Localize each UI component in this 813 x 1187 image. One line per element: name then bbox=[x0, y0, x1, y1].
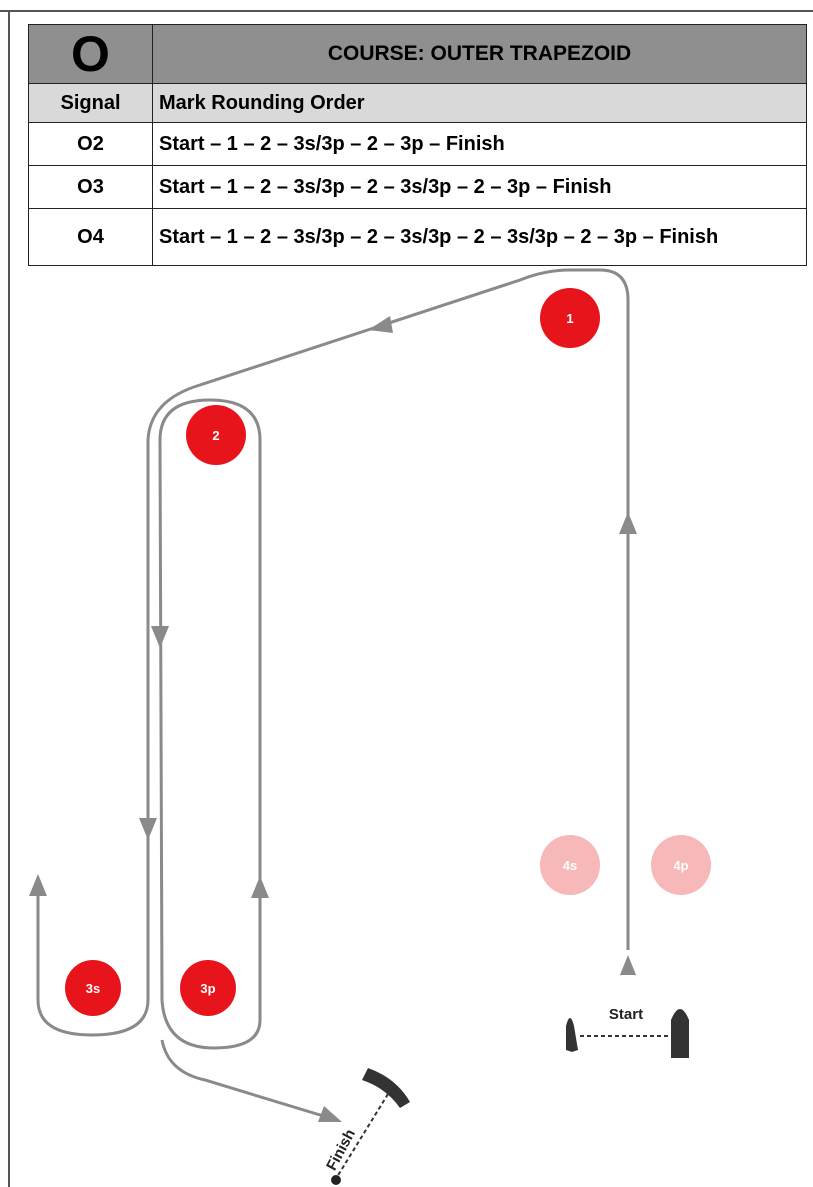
course-letter: O bbox=[28, 24, 153, 84]
mark-4s: 4s bbox=[540, 835, 600, 895]
course-lines bbox=[36, 268, 630, 1120]
arrow-left-top bbox=[368, 316, 393, 333]
course-path-3s bbox=[36, 885, 150, 1037]
svg-text:1: 1 bbox=[566, 311, 573, 326]
mark-3s: 3s bbox=[65, 960, 121, 1016]
direction-arrows bbox=[29, 316, 637, 1122]
svg-text:2: 2 bbox=[212, 428, 219, 443]
svg-text:3s: 3s bbox=[86, 981, 100, 996]
svg-text:4p: 4p bbox=[673, 858, 688, 873]
page-border-left bbox=[8, 10, 10, 1187]
course-path-outer bbox=[146, 268, 630, 1000]
mark-1: 1 bbox=[540, 288, 600, 348]
svg-text:3p: 3p bbox=[200, 981, 215, 996]
arrow-up-3p bbox=[251, 876, 269, 898]
course-title: COURSE: OUTER TRAPEZOID bbox=[152, 24, 807, 84]
start-committee-boat-icon bbox=[671, 1009, 689, 1058]
table-row: O4 Start – 1 – 2 – 3s/3p – 2 – 3s/3p – 2… bbox=[28, 208, 807, 266]
table-row: O3 Start – 1 – 2 – 3s/3p – 2 – 3s/3p – 2… bbox=[28, 165, 807, 209]
mark-2: 2 bbox=[186, 405, 246, 465]
course-path-finish bbox=[160, 1039, 331, 1120]
page-border-top bbox=[0, 10, 813, 12]
order-cell: Start – 1 – 2 – 3s/3p – 2 – 3s/3p – 2 – … bbox=[152, 165, 807, 209]
arrow-up-leg bbox=[619, 512, 637, 534]
arrow-down-1 bbox=[151, 626, 169, 648]
mark-3p: 3p bbox=[180, 960, 236, 1016]
arrow-up-3s bbox=[29, 874, 47, 896]
finish-line: Finish bbox=[323, 1068, 410, 1185]
mark-4p: 4p bbox=[651, 835, 711, 895]
signal-cell: O4 bbox=[28, 208, 153, 266]
course-table: O COURSE: OUTER TRAPEZOID Signal Mark Ro… bbox=[28, 24, 807, 266]
start-label: Start bbox=[609, 1006, 643, 1023]
order-cell: Start – 1 – 2 – 3s/3p – 2 – 3s/3p – 2 – … bbox=[152, 208, 807, 266]
arrow-up-start bbox=[620, 955, 636, 975]
column-header-signal: Signal bbox=[28, 83, 153, 123]
svg-text:4s: 4s bbox=[563, 858, 577, 873]
start-line: Start bbox=[566, 1006, 689, 1058]
course-path-inner bbox=[158, 398, 262, 1050]
finish-boat-icon bbox=[362, 1068, 410, 1108]
start-pin-boat-icon bbox=[566, 1018, 578, 1052]
column-header-order: Mark Rounding Order bbox=[152, 83, 807, 123]
arrow-down-2 bbox=[139, 818, 157, 840]
arrow-finish bbox=[318, 1106, 342, 1122]
